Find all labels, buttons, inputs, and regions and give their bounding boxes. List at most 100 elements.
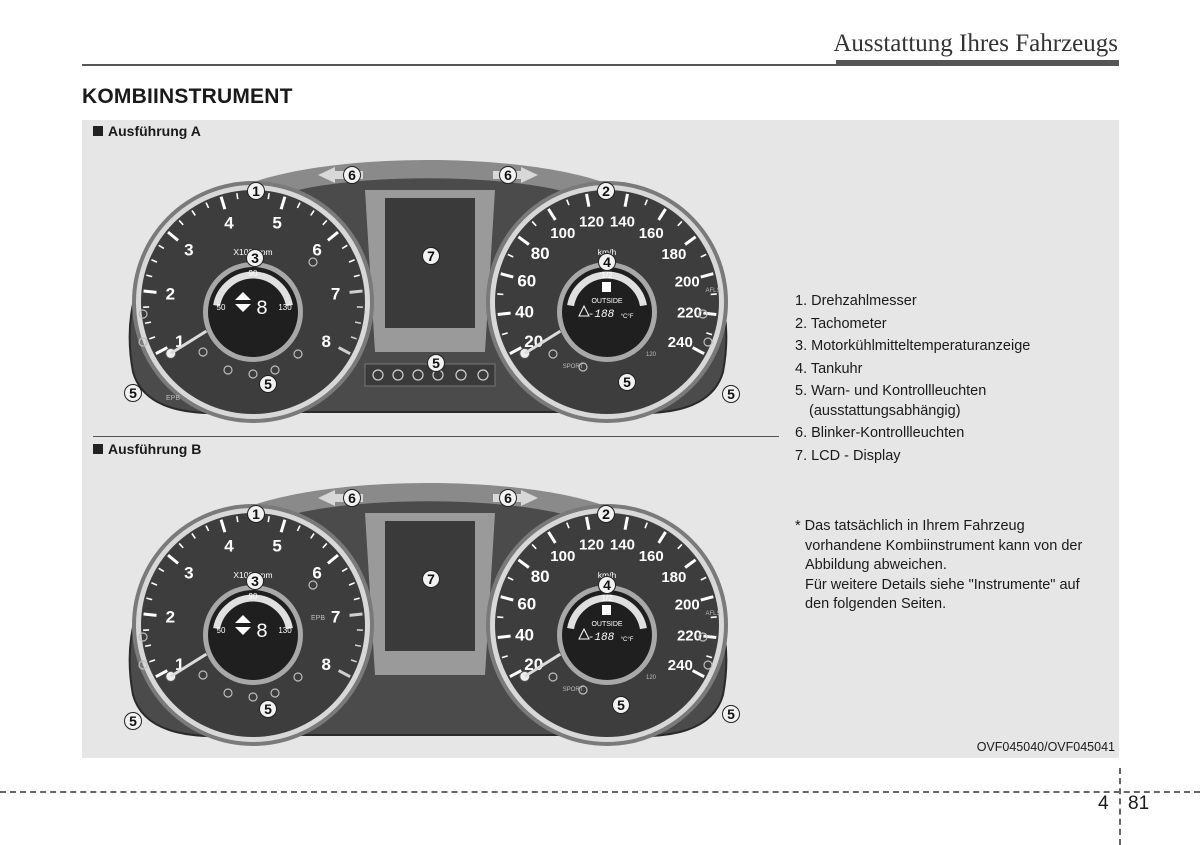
gauge-tick-label: 3: [184, 563, 193, 582]
indicator-strip-icon: [412, 369, 424, 381]
gauge-minor-tick: [348, 259, 355, 263]
speed-limit-label: 120: [646, 675, 657, 681]
gauge-minor-tick: [644, 199, 648, 206]
gauge-major-tick: [497, 634, 511, 640]
page-number: 81: [1128, 793, 1150, 814]
gauge-tick-label: 3: [184, 240, 193, 259]
callout-badge: [247, 182, 265, 200]
gauge-minor-tick: [353, 274, 360, 278]
gauge-major-tick: [279, 519, 287, 533]
engine-warning-icon: [198, 670, 208, 680]
gauge-minor-tick: [677, 543, 683, 550]
battery-warning-icon: [248, 692, 258, 702]
gauge-minor-tick: [700, 576, 707, 581]
gauge-minor-tick: [267, 193, 270, 200]
header-bar: [836, 60, 1119, 66]
gauge-minor-tick: [350, 659, 357, 663]
gauge-major-tick: [517, 558, 530, 569]
gauge-minor-tick: [158, 567, 165, 573]
subdial-bar-arc: [567, 594, 647, 630]
temp-mid-label: 90: [249, 592, 258, 601]
epb-label: EPB: [166, 395, 180, 402]
gauge-tick-label: 40: [515, 302, 534, 321]
gauge-major-tick: [143, 289, 157, 294]
gauge-minor-tick: [507, 253, 514, 258]
legend-item: 1. Drehzahlmesser: [795, 293, 917, 309]
gauge-minor-tick: [501, 655, 508, 659]
legend-item: 7. LCD - Display: [795, 447, 901, 464]
gauge-minor-tick: [267, 516, 270, 523]
indicator-strip-icon: [372, 369, 384, 381]
gauge-tick-label: 180: [661, 246, 686, 263]
temp-mid-label: 90: [249, 269, 258, 278]
callout-badge: [124, 384, 142, 402]
gauge-major-tick: [703, 634, 717, 640]
callout-badge: [246, 249, 264, 267]
gauge-minor-tick: [178, 219, 184, 226]
gauge-major-tick: [691, 346, 705, 355]
callout-badge: [343, 489, 361, 507]
gauge-major-tick: [700, 595, 714, 602]
gauge-tick-label: 6: [312, 563, 321, 582]
gauge-minor-tick: [348, 582, 355, 586]
subdial-face: [208, 590, 298, 680]
gauge-minor-tick: [501, 332, 508, 336]
airbag-warning-icon: [293, 349, 303, 359]
gauge-tick-label: 200: [675, 274, 700, 291]
callout-number: 5: [264, 701, 272, 717]
high-beam-icon: [703, 337, 713, 347]
gauge-minor-tick: [700, 253, 707, 258]
oil-pressure-icon: [223, 365, 233, 375]
temp-low-label: 50: [217, 303, 226, 312]
subdial-bar-arc: [213, 594, 293, 630]
gauge-tick-label: 60: [517, 595, 536, 614]
fuel-pump-icon: [602, 605, 611, 615]
subdial-bar-arc: [567, 271, 647, 307]
gauge-major-tick: [326, 553, 339, 565]
indicator-strip-icon: [477, 369, 489, 381]
gauge-tick-label: 100: [550, 548, 575, 565]
turn-signal-left-icon: [318, 167, 335, 183]
callout-number: 5: [727, 706, 735, 722]
gauge-major-tick: [700, 272, 714, 279]
airbag-warning-icon: [293, 672, 303, 682]
page-title: KOMBIINSTRUMENT: [82, 85, 293, 108]
disclaimer-note: * Das tatsächlich in Ihrem Fahrzeug vorh…: [795, 518, 1083, 612]
gauge-tick-label: 120: [579, 536, 604, 553]
callout-number: 1: [252, 506, 260, 522]
callout-number: 5: [264, 376, 272, 392]
outside-temp-unit: °C°F: [621, 314, 634, 320]
abs-warning-icon: [308, 580, 318, 590]
gauge-minor-tick: [191, 210, 196, 216]
gauge-tick-label: 2: [166, 285, 175, 304]
callout-number: 6: [348, 167, 356, 183]
legend-item: 3. Motorkühlmitteltemperaturanzeige: [795, 338, 1031, 354]
legend-item-continuation: (ausstattungsabhängig): [809, 402, 961, 419]
gauge-tick-label: 140: [610, 213, 635, 230]
variant-b-label: Ausführung B: [93, 441, 201, 457]
gauge-minor-tick: [149, 659, 156, 663]
gauge-major-tick: [509, 669, 523, 678]
gauge-minor-tick: [353, 597, 360, 601]
gauge-tick-label: 60: [517, 272, 536, 291]
gauge-major-tick: [337, 669, 351, 678]
gauge-major-tick: [691, 669, 705, 678]
gauge-minor-tick: [322, 542, 328, 549]
gauge-unit-label: km/h: [598, 570, 617, 580]
gauge-minor-tick: [296, 525, 301, 532]
gauge-tick-label: 4: [224, 214, 234, 233]
legend-item: 4. Tankuhr: [795, 360, 863, 377]
gauge-minor-tick: [354, 644, 362, 648]
speed-limit-label: 120: [646, 352, 657, 358]
square-bullet-icon: [93, 444, 103, 454]
instrument-cluster-b: 12345678X1000rpm204060801001201401601802…: [124, 483, 740, 746]
temp-high-label: 130: [278, 303, 292, 312]
gauge-tick-label: 8: [322, 332, 331, 351]
gauge-tick-label: 220: [677, 627, 702, 644]
gauge-tick-label: 220: [677, 304, 702, 321]
legend-item: 6. Blinker-Kontrollleuchten: [795, 425, 965, 441]
gauge-major-tick: [509, 346, 523, 355]
subdial-face: [562, 267, 652, 357]
outside-temp-label: OUTSIDE: [591, 298, 622, 305]
gauge-major-tick: [349, 289, 363, 294]
